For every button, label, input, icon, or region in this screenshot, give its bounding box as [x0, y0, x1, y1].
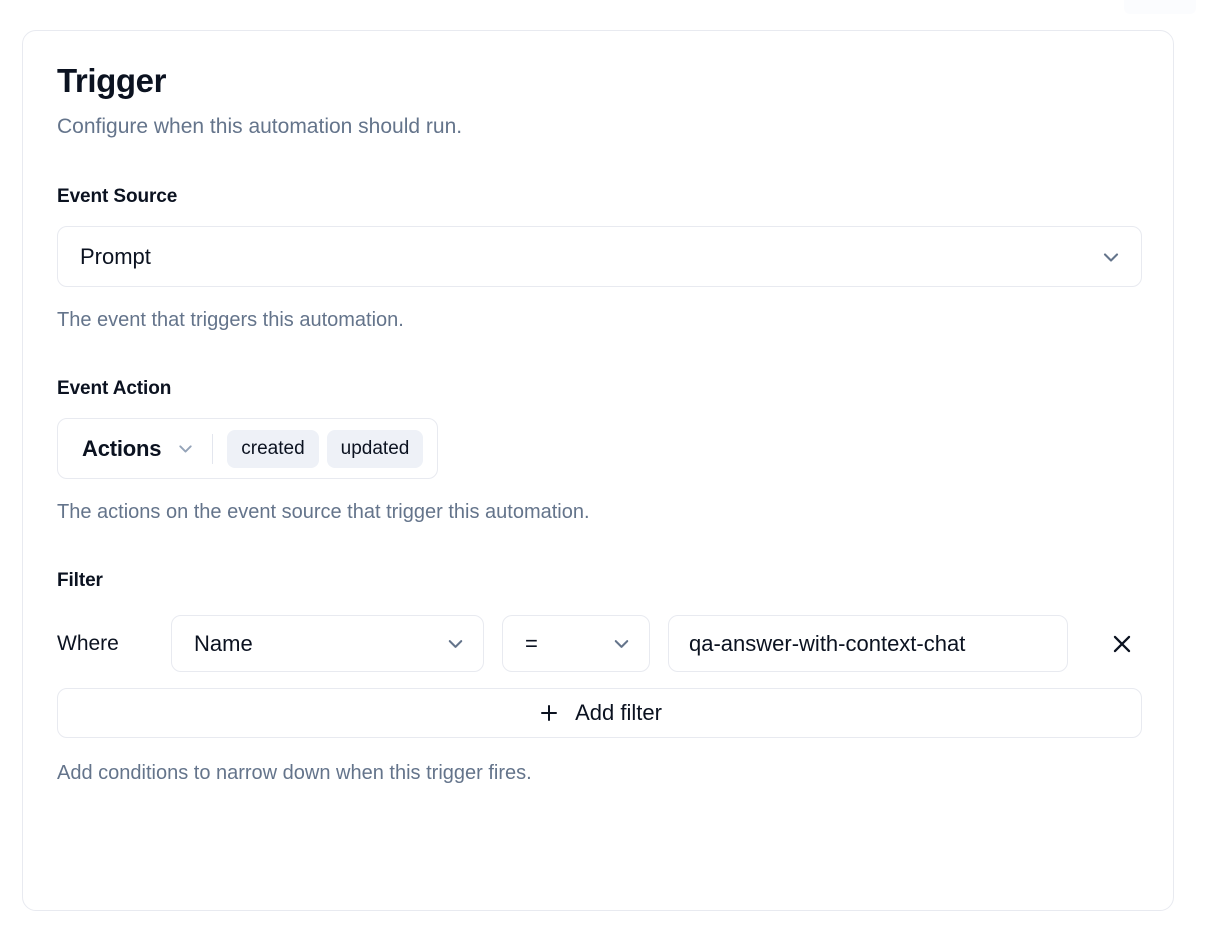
- top-edge-artifact: [1124, 0, 1196, 14]
- filter-operator-select[interactable]: =: [502, 615, 650, 672]
- filter-field-value: Name: [194, 630, 253, 656]
- plus-icon: [537, 701, 561, 725]
- event-source-selected-value: Prompt: [80, 243, 151, 269]
- combo-divider: [212, 433, 214, 464]
- remove-filter-button[interactable]: [1102, 624, 1142, 664]
- filter-operator-value: =: [525, 630, 538, 656]
- filter-value-input[interactable]: [668, 615, 1068, 672]
- filter-where-label: Where: [57, 631, 119, 655]
- filter-field-select[interactable]: Name: [171, 615, 484, 672]
- event-action-label: Event Action: [57, 378, 172, 399]
- event-action-combo: Actions created updated: [57, 418, 439, 479]
- filter-row: Where Name =: [57, 615, 1139, 672]
- chevron-down-icon: [175, 438, 196, 459]
- event-action-helper-text: The actions on the event source that tri…: [57, 501, 590, 523]
- event-source-helper-text: The event that triggers this automation.: [57, 309, 404, 331]
- page-subtitle: Configure when this automation should ru…: [57, 115, 463, 138]
- filter-section: Filter Where Name =: [57, 569, 1142, 786]
- add-filter-label: Add filter: [575, 700, 662, 725]
- add-filter-button[interactable]: Add filter: [57, 688, 1142, 738]
- event-source-select[interactable]: Prompt: [57, 226, 1142, 287]
- page-title: Trigger: [57, 62, 167, 99]
- event-action-dropdown[interactable]: Actions: [82, 435, 212, 463]
- event-source-section: Event Source Prompt The event that trigg…: [57, 185, 1142, 333]
- close-icon: [1109, 631, 1135, 657]
- event-action-section: Event Action Actions created updated T: [57, 377, 1139, 525]
- trigger-card: Trigger Configure when this automation s…: [22, 30, 1174, 911]
- status-badge[interactable]: updated: [326, 429, 424, 468]
- chevron-down-icon: [1099, 245, 1123, 269]
- event-action-badges: created updated: [227, 429, 424, 468]
- chevron-down-icon: [610, 632, 633, 655]
- chevron-down-icon: [444, 632, 467, 655]
- filter-label: Filter: [57, 570, 103, 591]
- filter-helper-text: Add conditions to narrow down when this …: [57, 762, 532, 784]
- status-badge[interactable]: created: [227, 429, 319, 468]
- event-source-label: Event Source: [57, 186, 178, 207]
- event-action-dropdown-label: Actions: [82, 435, 162, 461]
